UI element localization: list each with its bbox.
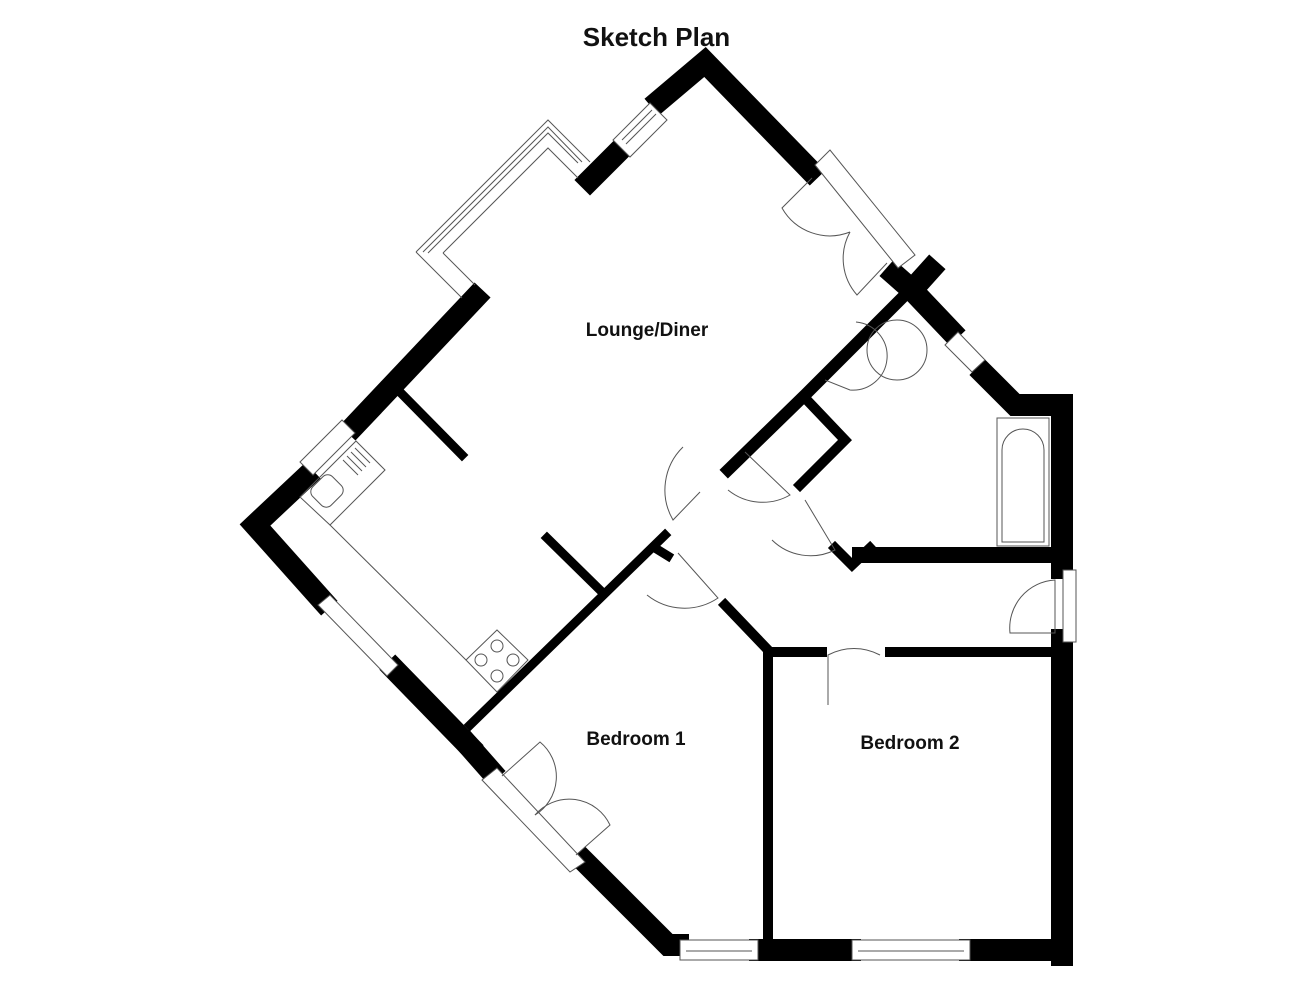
bath-icon [996,417,1050,547]
exterior-walls [239,46,1073,966]
kitchen-units [299,419,529,693]
interior-walls [391,286,1068,950]
room-label-bedroom1: Bedroom 1 [586,729,686,750]
bay-window [415,119,591,299]
window-utility [944,331,986,373]
utility-appliances [824,319,928,391]
hob-icon [474,639,520,683]
bedroom1-french-doors [481,741,611,873]
french-doors [781,149,916,296]
drainer-lines-icon [342,447,371,476]
room-label-bedroom2: Bedroom 2 [860,733,959,754]
room-label-lounge: Lounge/Diner [586,320,709,341]
bottom-windows [679,939,971,961]
hall-doors [646,446,1077,705]
window-top [612,102,668,158]
plan-title: Sketch Plan [582,22,731,52]
